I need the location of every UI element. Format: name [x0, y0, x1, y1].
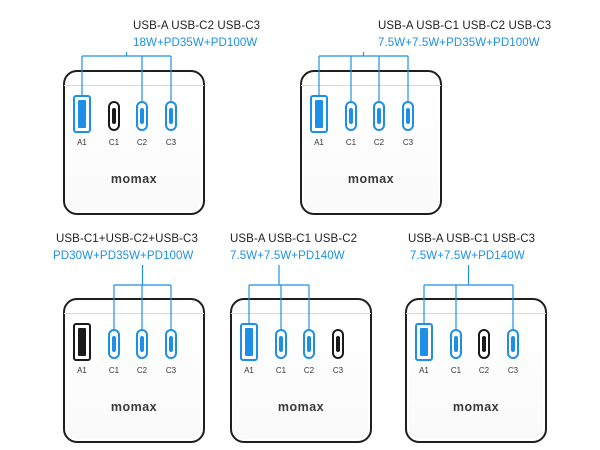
port-label: A1 — [314, 138, 324, 147]
usb-c-port — [345, 101, 357, 131]
port-label: C1 — [345, 138, 357, 147]
port-label: C2 — [478, 366, 490, 375]
port-label: C3 — [165, 366, 177, 375]
momax-logo: momax — [110, 172, 158, 186]
wattage-description: 7.5W+7.5W+PD140W — [410, 250, 525, 262]
charger-body: A1 C1 C2 C3 momax — [300, 70, 442, 215]
port-label: C3 — [332, 366, 344, 375]
usb-c-port — [478, 329, 490, 359]
ports-description: USB-A USB-C2 USB-C3 — [133, 20, 261, 32]
ports-description: USB-A USB-C1 USB-C2 USB-C3 — [378, 20, 552, 32]
usb-a-port — [415, 323, 433, 361]
port-label: C1 — [108, 366, 120, 375]
momax-logo: momax — [110, 400, 158, 414]
port-label: A1 — [77, 366, 87, 375]
usb-a-port — [310, 95, 328, 133]
port-label: C1 — [108, 138, 120, 147]
wattage-description: PD30W+PD35W+PD100W — [53, 250, 194, 262]
port-label: C3 — [165, 138, 177, 147]
charger-top-edge — [301, 72, 441, 86]
port-label: C2 — [136, 366, 148, 375]
usb-c-port — [373, 101, 385, 131]
usb-a-port — [73, 95, 91, 133]
port-label: A1 — [244, 366, 254, 375]
usb-a-port — [240, 323, 258, 361]
port-label: C2 — [303, 366, 315, 375]
port-label: C2 — [373, 138, 385, 147]
usb-c-port — [450, 329, 462, 359]
port-label: A1 — [419, 366, 429, 375]
usb-c-port — [402, 101, 414, 131]
usb-c-port — [136, 101, 148, 131]
port-label: C3 — [402, 138, 414, 147]
charger-body: A1 C1 C2 C3 momax — [63, 70, 205, 215]
charger-top-edge — [406, 300, 546, 314]
port-label: C1 — [275, 366, 287, 375]
usb-c-port — [275, 329, 287, 359]
usb-c-port — [165, 329, 177, 359]
wattage-description: 18W+PD35W+PD100W — [133, 37, 258, 49]
usb-a-port — [73, 323, 91, 361]
momax-logo: momax — [347, 172, 395, 186]
usb-c-port — [165, 101, 177, 131]
usb-c-port — [303, 329, 315, 359]
usb-c-port — [332, 329, 344, 359]
port-label: C1 — [450, 366, 462, 375]
wattage-description: 7.5W+7.5W+PD35W+PD100W — [378, 37, 540, 49]
charger-body: A1 C1 C2 C3 momax — [405, 298, 547, 443]
charger-top-edge — [64, 300, 204, 314]
ports-description: USB-C1+USB-C2+USB-C3 — [56, 233, 198, 245]
charger-top-edge — [64, 72, 204, 86]
momax-logo: momax — [452, 400, 500, 414]
wattage-description: 7.5W+7.5W+PD140W — [230, 250, 345, 262]
ports-description: USB-A USB-C1 USB-C3 — [408, 233, 536, 245]
usb-c-port — [136, 329, 148, 359]
port-label: C2 — [136, 138, 148, 147]
usb-c-port — [108, 329, 120, 359]
charger-body: A1 C1 C2 C3 momax — [63, 298, 205, 443]
port-label: A1 — [77, 138, 87, 147]
usb-c-port — [108, 101, 120, 131]
momax-logo: momax — [277, 400, 325, 414]
charger-body: A1 C1 C2 C3 momax — [230, 298, 372, 443]
port-label: C3 — [507, 366, 519, 375]
charger-top-edge — [231, 300, 371, 314]
ports-description: USB-A USB-C1 USB-C2 — [230, 233, 358, 245]
usb-c-port — [507, 329, 519, 359]
